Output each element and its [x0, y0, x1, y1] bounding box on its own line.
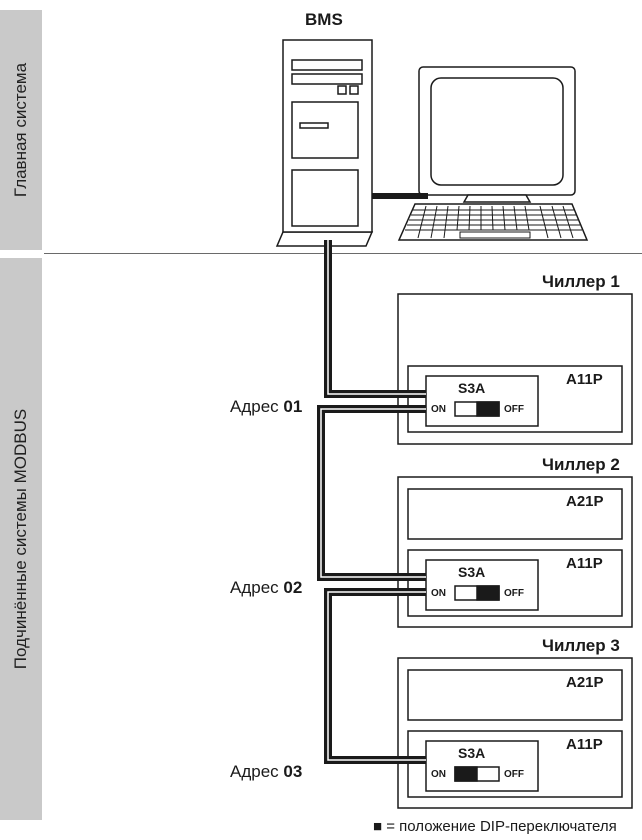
address-1-label: Адрес 01 [230, 397, 302, 417]
chiller-2-board-a21p [407, 488, 623, 540]
chiller-3-board-a21p [407, 669, 623, 721]
master-system-bar: Главная система [0, 10, 42, 250]
chiller-2-off-label: OFF [504, 588, 524, 599]
chiller-3-s3a-label: S3A [458, 745, 486, 761]
address-2-label: Адрес 02 [230, 578, 302, 598]
legend: ■ = положение DIP-переключателя [373, 818, 617, 835]
chiller-1-dip-knob [476, 401, 500, 417]
chiller-1-s3a-label: S3A [458, 380, 486, 396]
legend-text: = положение DIP-переключателя [386, 818, 617, 835]
address-2-prefix: Адрес [230, 578, 279, 597]
bms-label: BMS [305, 10, 343, 29]
address-2-value: 02 [283, 578, 303, 597]
chiller-1-on-label: ON [431, 404, 446, 415]
chiller-3-on-label: ON [431, 769, 446, 780]
chiller-2-a11p-label: A11P [566, 555, 603, 572]
chiller-3-s3a-box [425, 740, 539, 792]
address-3-prefix: Адрес [230, 762, 279, 781]
address-3-value: 03 [283, 762, 303, 781]
address-1-prefix: Адрес [230, 397, 279, 416]
chiller-2-s3a-label: S3A [458, 564, 486, 580]
chiller-3-dip-knob [454, 766, 478, 782]
chiller-1-a11p-label: A11P [566, 371, 603, 388]
legend-square-icon: ■ [373, 818, 383, 835]
address-3-label: Адрес 03 [230, 762, 302, 782]
chiller-1-s3a-box [425, 375, 539, 427]
slave-system-bar: Подчинённые системы MODBUS [0, 258, 42, 820]
chiller-2-s3a-box [425, 559, 539, 611]
chiller-3-a11p-label: A11P [566, 736, 603, 753]
keyboard-icon [397, 203, 589, 241]
monitor-icon [418, 66, 576, 203]
chiller-2-a21p-label: A21P [566, 493, 604, 510]
address-1-value: 01 [283, 397, 303, 416]
chiller-2-dip-knob [476, 585, 500, 601]
chiller-3-off-label: OFF [504, 769, 524, 780]
section-divider [44, 253, 642, 254]
chiller-1-title: Чиллер 1 [542, 272, 620, 291]
chiller-1-off-label: OFF [504, 404, 524, 415]
bms-tower-icon [275, 39, 374, 247]
chiller-3-title: Чиллер 3 [542, 636, 620, 655]
chiller-3-a21p-label: A21P [566, 674, 604, 691]
chiller-2-on-label: ON [431, 588, 446, 599]
chiller-2-title: Чиллер 2 [542, 455, 620, 474]
